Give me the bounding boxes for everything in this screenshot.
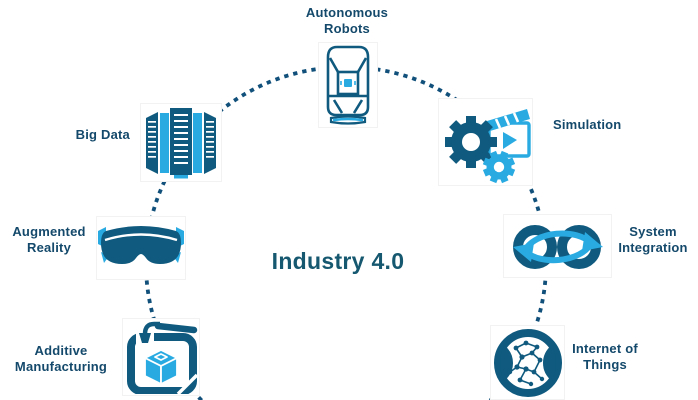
ar-headset-icon (96, 216, 186, 280)
node-label-system-integration: System Integration (618, 224, 688, 256)
linked-rings-arrows-icon (503, 214, 612, 278)
gears-clapperboard-icon (438, 98, 533, 186)
node-label-big-data: Big Data (75, 127, 130, 142)
autonomous-car-icon (318, 42, 378, 128)
3d-printer-cube-icon (122, 318, 200, 396)
node-label-internet-of-things: Internet of Things (572, 341, 638, 373)
node-label-simulation: Simulation (553, 117, 622, 132)
diagram-title: Industry 4.0 (271, 248, 405, 274)
network-globe-icon (490, 325, 565, 400)
node-label-autonomous-robots: Autonomous Robots (305, 5, 389, 37)
node-label-additive-manufacturing: Additive Manufacturing (14, 343, 108, 375)
node-label-augmented-reality: Augmented Reality (12, 224, 86, 256)
server-stack-icon (140, 103, 222, 182)
